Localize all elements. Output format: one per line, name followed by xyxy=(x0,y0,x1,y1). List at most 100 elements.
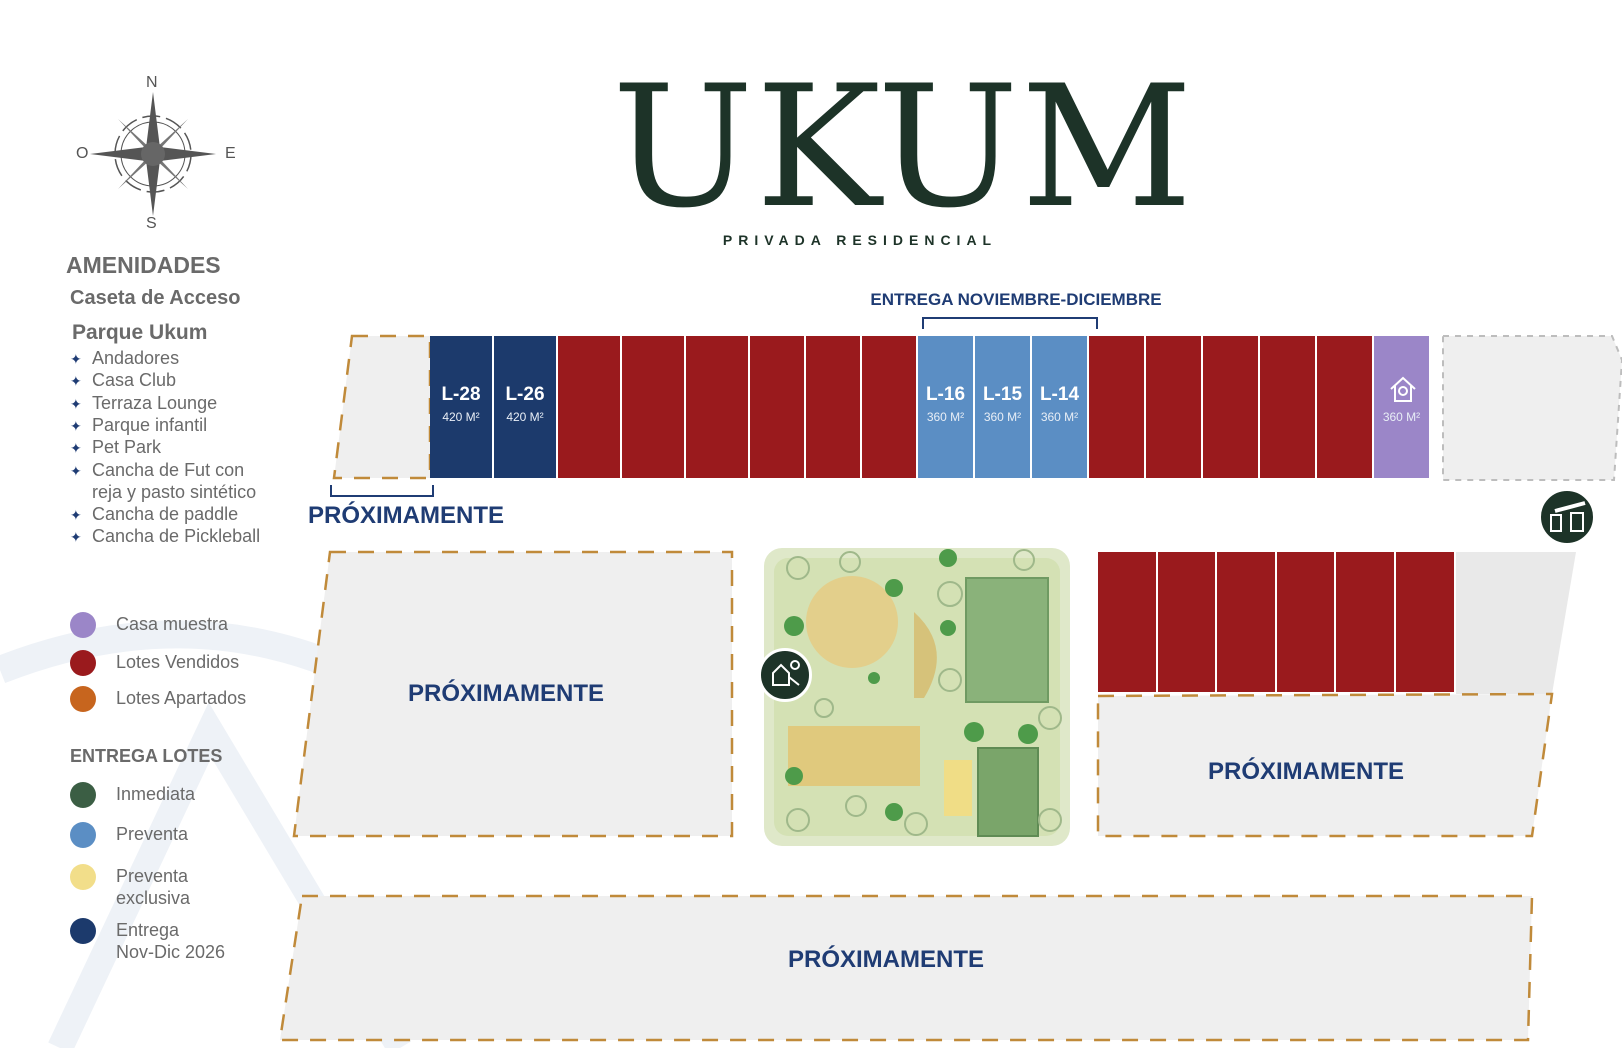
compass-north: N xyxy=(146,74,158,91)
amenity-item: ✦Cancha de paddle xyxy=(70,504,238,525)
lot-cell[interactable] xyxy=(862,336,918,478)
amenity-item: ✦ Cancha de Pickleball xyxy=(70,526,260,547)
right-block-lots xyxy=(1098,552,1456,692)
star-icon: ✦ xyxy=(70,529,82,545)
lot-cell[interactable] xyxy=(1396,552,1456,692)
amenity-item: reja y pasto sintético xyxy=(70,482,256,503)
amenity-item: ✦Pet Park xyxy=(70,437,161,458)
lot-cell[interactable] xyxy=(1089,336,1146,478)
lot-area: 360 M² xyxy=(1040,410,1079,424)
gatehouse-label: Caseta de Acceso xyxy=(70,287,241,309)
amenity-item: ✦Casa Club xyxy=(70,370,176,391)
legend-label: Entrega xyxy=(116,920,180,940)
lot-label: L-15 xyxy=(982,384,1023,405)
legend-label-line2: Nov-Dic 2026 xyxy=(116,942,226,962)
legend-dot xyxy=(70,782,96,808)
zone-bottom xyxy=(278,894,1534,1042)
legend-label: Preventa xyxy=(116,824,189,844)
lot-cell[interactable] xyxy=(1146,336,1203,478)
legend-dot xyxy=(70,612,96,638)
lot-label: L-26 xyxy=(505,384,545,405)
lot-area: 360 M² xyxy=(1382,410,1421,424)
legend-dot xyxy=(70,686,96,712)
lot-label: L-14 xyxy=(1039,384,1080,405)
lot-cell[interactable] xyxy=(1317,336,1374,478)
lot-cell[interactable] xyxy=(1336,552,1396,692)
compass-rose-icon xyxy=(90,92,216,216)
amenity-label: Terraza Lounge xyxy=(92,393,218,413)
lot-area: 420 M² xyxy=(506,410,544,424)
compass-east: E xyxy=(225,145,236,162)
star-icon: ✦ xyxy=(70,351,82,367)
lot-cell[interactable] xyxy=(1217,552,1277,692)
zone-top-right xyxy=(1442,335,1622,481)
legend-label: Inmediata xyxy=(116,784,196,804)
brand-subtitle: PRIVADA RESIDENCIAL xyxy=(722,232,998,248)
legend-label-line2: exclusiva xyxy=(116,888,191,908)
zone-right-strip xyxy=(1456,552,1576,694)
compass-west: O xyxy=(76,145,89,162)
lot-cell[interactable] xyxy=(1260,336,1317,478)
zone-middle-left xyxy=(292,550,734,838)
lot-cell[interactable]: L-14 360 M² xyxy=(1032,336,1089,478)
lot-area: 420 M² xyxy=(442,410,480,424)
lot-cell[interactable] xyxy=(806,336,862,478)
lot-cell[interactable] xyxy=(686,336,750,478)
amenity-label: Cancha de Pickleball xyxy=(92,526,261,546)
star-icon: ✦ xyxy=(70,507,82,523)
star-icon: ✦ xyxy=(70,418,82,434)
legend-dot xyxy=(70,650,96,676)
zone-top-left xyxy=(332,334,432,480)
legend-label: Lotes Apartados xyxy=(116,688,247,708)
legend-label: Lotes Vendidos xyxy=(116,652,240,672)
star-icon: ✦ xyxy=(70,373,82,389)
amenity-label: Andadores xyxy=(92,348,180,368)
amenity-label: Pet Park xyxy=(92,437,162,457)
lot-area: 360 M² xyxy=(926,410,965,424)
coming-soon-top-left: PRÓXIMAMENTE xyxy=(307,502,504,529)
delivery-banner: ENTREGA NOVIEMBRE-DICIEMBRE xyxy=(870,290,1162,309)
amenity-label: Cancha de Fut con xyxy=(92,460,245,480)
legend-dot xyxy=(70,864,96,890)
zone-middle-right xyxy=(1096,692,1554,838)
compass-south: S xyxy=(146,215,157,232)
amenity-item: ✦ Andadores xyxy=(70,348,179,369)
coming-soon-bottom: PRÓXIMAMENTE xyxy=(787,946,984,973)
coming-soon-middle-right: PRÓXIMAMENTE xyxy=(1207,758,1404,785)
park-title: Parque Ukum xyxy=(72,321,208,344)
lot-cell[interactable] xyxy=(1276,552,1337,692)
lot-cell[interactable]: 360 M² xyxy=(1374,336,1431,478)
lot-label: L-28 xyxy=(441,384,481,405)
gatehouse-icon[interactable] xyxy=(1538,488,1596,546)
legend-dot xyxy=(70,822,96,848)
lot-cell[interactable] xyxy=(622,336,686,478)
lot-cell[interactable]: L-28 420 M² xyxy=(430,336,494,478)
coming-soon-middle-left: PRÓXIMAMENTE xyxy=(407,680,604,707)
lot-cell[interactable]: L-26 420 M² xyxy=(494,336,558,478)
delivery-bracket xyxy=(922,317,1098,329)
star-icon: ✦ xyxy=(70,396,82,412)
lot-cell[interactable] xyxy=(1157,552,1218,692)
amenity-item: ✦ Parque infantil xyxy=(70,415,207,436)
delivery-title: ENTREGA LOTES xyxy=(70,746,223,766)
lot-cell[interactable] xyxy=(1098,552,1158,692)
lot-cell[interactable] xyxy=(558,336,622,478)
amenity-label: Parque infantil xyxy=(92,415,208,435)
model-house-icon xyxy=(1388,374,1418,404)
coming-soon-bracket xyxy=(330,485,434,497)
lot-cell[interactable]: L-16 360 M² xyxy=(918,336,975,478)
lot-cell[interactable] xyxy=(1203,336,1260,478)
star-icon: ✦ xyxy=(70,463,82,479)
playground-icon[interactable] xyxy=(758,648,812,702)
amenity-item: ✦ Cancha de Fut con xyxy=(70,460,244,481)
lot-label: L-16 xyxy=(925,384,966,405)
legend-label: Casa muestra xyxy=(116,614,229,634)
park-ukum-illustration xyxy=(764,548,1070,846)
legend-label: Preventa xyxy=(116,866,189,886)
amenities-title: AMENIDADES xyxy=(66,252,221,278)
lot-cell[interactable] xyxy=(750,336,806,478)
